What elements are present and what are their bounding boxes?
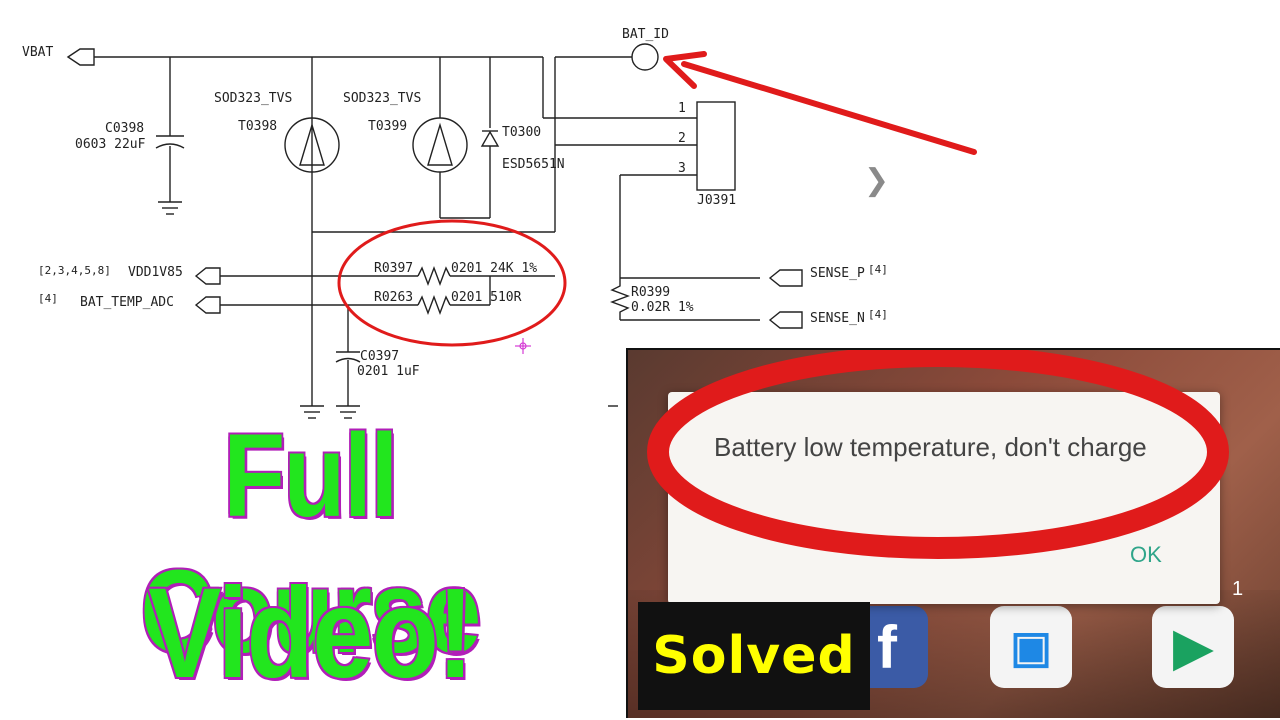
vbat-port: [66, 48, 95, 66]
net-vdd-label: VDD1V85: [128, 265, 183, 280]
solved-label: Solved: [638, 602, 870, 710]
r0263-symbol: [417, 295, 451, 315]
crosshair-icon: [515, 338, 531, 354]
sense-n-ref-label: [4]: [868, 308, 888, 321]
net-bat-id-label: BAT_ID: [622, 27, 669, 42]
pin-1-label: 1: [678, 101, 686, 116]
net-sense-n-label: SENSE_N: [810, 311, 865, 326]
alert-dialog: Battery low temperature, don't charge OK: [668, 392, 1220, 604]
arrow-pointer-icon: [663, 51, 977, 155]
tvs1-package-label: SOD323_TVS: [214, 91, 292, 106]
headline-line-2: Video!: [147, 561, 475, 707]
headline-line-1: Full Course: [139, 409, 483, 680]
c0398-value-label: 0603 22uF: [75, 137, 146, 152]
connector-ref-label: J0391: [697, 193, 736, 208]
pin-3-label: 3: [678, 161, 686, 176]
vdd-port: [194, 267, 221, 285]
bat-temp-ref-label: [4]: [38, 292, 58, 305]
diode-part-label: ESD5651N: [502, 157, 565, 172]
esd-diode-symbol: [480, 130, 500, 147]
play-store-icon[interactable]: ▶: [1152, 606, 1234, 688]
connector-j0391: [696, 101, 736, 191]
diode-ref-label: T0300: [502, 125, 541, 140]
c0398-ref-label: C0398: [105, 121, 144, 136]
tvs2-package-label: SOD323_TVS: [343, 91, 421, 106]
resistor-highlight-ellipse: [337, 219, 567, 347]
bat-id-testpoint: [631, 43, 659, 71]
radio-icon[interactable]: ▣: [990, 606, 1072, 688]
r0263-ref-label: R0263: [374, 290, 413, 305]
tvs2-ref-label: T0399: [368, 119, 407, 134]
sense-n-port: [768, 311, 803, 329]
pin-2-label: 2: [678, 131, 686, 146]
r0399-ref-label: R0399: [631, 285, 670, 300]
dialog-message: Battery low temperature, don't charge: [714, 432, 1147, 462]
c0397-value-label: 0201 1uF: [357, 364, 420, 379]
r0397-value-label: 0201 24K 1%: [451, 261, 537, 276]
chevron-right-icon[interactable]: ❯: [864, 163, 890, 198]
net-sense-p-label: SENSE_P: [810, 266, 865, 281]
r0263-value-label: 0201 510R: [451, 290, 522, 305]
sense-p-ref-label: [4]: [868, 263, 888, 276]
r0397-ref-label: R0397: [374, 261, 413, 276]
bat-temp-port: [194, 296, 221, 314]
r0399-symbol: [610, 278, 630, 320]
vdd-ref-label: [2,3,4,5,8]: [38, 264, 111, 277]
net-vbat-label: VBAT: [22, 45, 53, 60]
notification-badge: 1: [1232, 578, 1244, 600]
r0399-value-label: 0.02R 1%: [631, 300, 694, 315]
ok-button[interactable]: OK: [1130, 542, 1162, 567]
c0397-ref-label: C0397: [360, 349, 399, 364]
tvs1-ref-label: T0398: [238, 119, 277, 134]
net-bat-temp-label: BAT_TEMP_ADC: [80, 295, 174, 310]
phone-photo: f ▣ ▶ 1 Battery low temperature, don't c…: [626, 348, 1280, 718]
r0397-symbol: [417, 266, 451, 286]
